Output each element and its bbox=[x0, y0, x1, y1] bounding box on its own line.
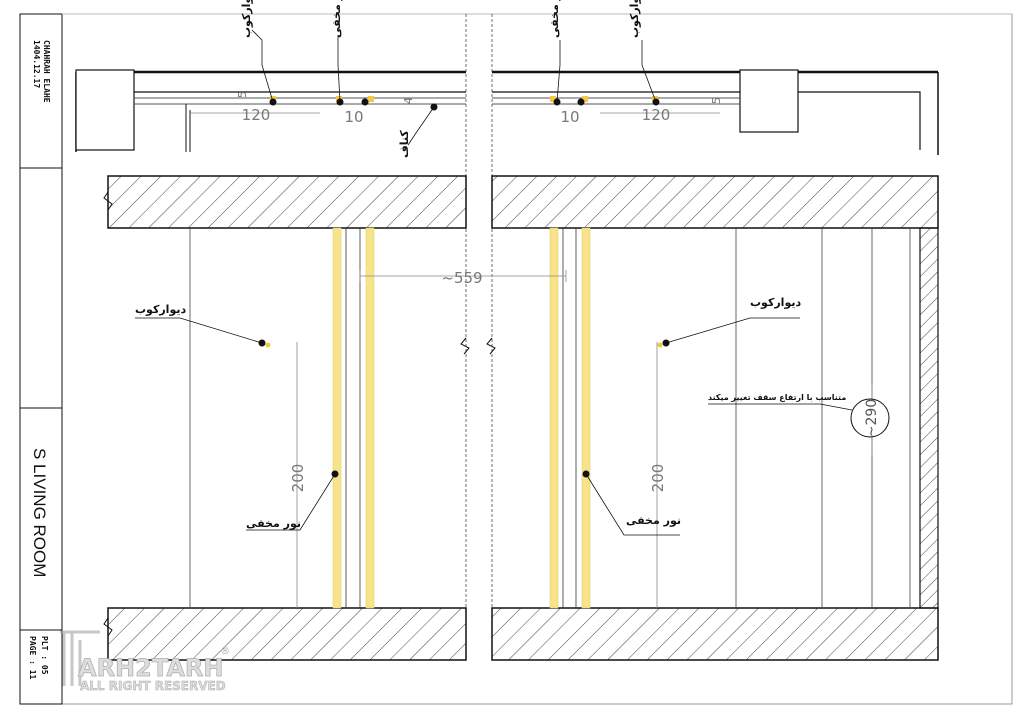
ceiling-section bbox=[75, 29, 939, 155]
break-mark-left bbox=[103, 191, 113, 211]
title-strip-border bbox=[19, 13, 63, 705]
slab-bottom-right bbox=[491, 607, 939, 661]
label-top-hidden-light-left: نور مخفی bbox=[330, 0, 343, 38]
label-wall-light-right: دیوارکوب bbox=[750, 296, 801, 309]
sheet-border bbox=[19, 13, 1013, 705]
label-top-wall-light-right: دیوارکوب bbox=[628, 0, 641, 38]
label-top-wall-light-left: دیوارکوب bbox=[240, 0, 253, 38]
title-block-date: 1404.12.17 bbox=[32, 40, 41, 88]
slab-bottom-left bbox=[107, 607, 467, 661]
dim-height-left: 200 bbox=[289, 464, 307, 493]
label-hidden-light-left: نور مخفی bbox=[246, 517, 301, 530]
label-ceiling: کناف bbox=[398, 130, 411, 158]
label-wall-light-left: دیوارکوب bbox=[135, 303, 186, 316]
slab-top-right bbox=[491, 175, 939, 229]
dim-left-offset-left: 120 bbox=[242, 106, 271, 124]
watermark-rights: ALL RIGHT RESERVED bbox=[80, 679, 226, 693]
slab-top-left bbox=[107, 175, 467, 229]
dim-small-a-right: 5 bbox=[710, 97, 723, 104]
dim-height-right: 200 bbox=[649, 464, 667, 493]
dim-width-total: ~559 bbox=[441, 269, 482, 287]
dim-gap-left: 10 bbox=[344, 108, 363, 126]
watermark-registered: ® bbox=[220, 646, 230, 657]
wall-elevation bbox=[135, 227, 911, 609]
dim-left-offset-right: 120 bbox=[642, 106, 671, 124]
dim-small-a-left: 5 bbox=[236, 91, 249, 98]
label-hidden-light-right: نور مخفی bbox=[626, 514, 681, 527]
watermark-logo bbox=[60, 630, 100, 686]
title-block-page: PAGE : 11 bbox=[28, 636, 37, 680]
title-block-author: CHAHRAH ELAHE bbox=[42, 40, 51, 103]
side-wall-right bbox=[919, 227, 939, 609]
label-top-hidden-light-right: نور مخفی bbox=[548, 0, 561, 38]
break-mark-left-bottom bbox=[103, 617, 113, 637]
title-block-plan: PLT : 05 bbox=[40, 636, 49, 675]
dim-gap-right: 10 bbox=[560, 108, 579, 126]
dim-ceiling-height: ~290 bbox=[864, 399, 880, 437]
watermark-brand: ARH2TARH bbox=[78, 654, 224, 682]
dim-small-b-left: 4 bbox=[402, 97, 415, 104]
label-ceiling-note: متناسب با ارتفاع سقف تغییر میکند bbox=[708, 393, 846, 402]
drawing-title: S LIVING ROOM bbox=[30, 448, 49, 577]
